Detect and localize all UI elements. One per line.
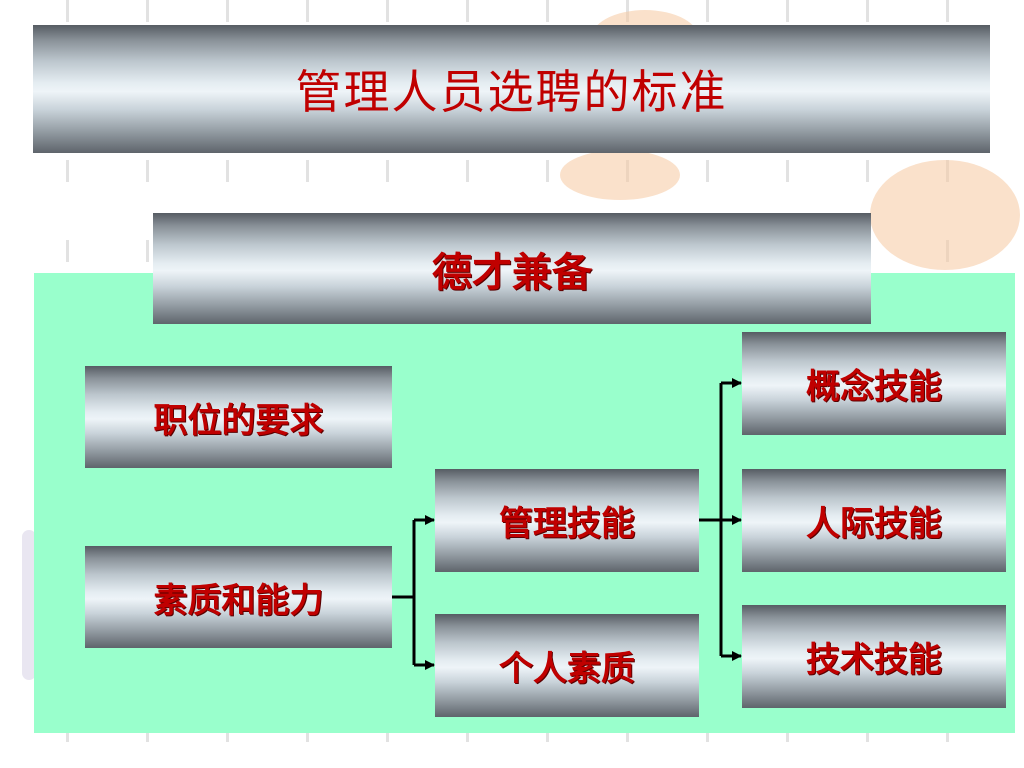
watermark-shape: [560, 150, 680, 200]
slide-title: 管理人员选聘的标准: [33, 25, 990, 153]
watermark-shape: [870, 160, 1020, 270]
banner-de-cai-jian-bei: 德才兼备: [153, 213, 871, 324]
node-technical-skills: 技术技能: [742, 605, 1006, 708]
node-interpersonal-skills: 人际技能: [742, 469, 1006, 572]
node-management-skills: 管理技能: [435, 469, 699, 572]
node-conceptual-skills: 概念技能: [742, 332, 1006, 435]
node-job-requirements: 职位的要求: [85, 366, 392, 468]
node-qualities-abilities: 素质和能力: [85, 546, 392, 648]
node-personal-qualities: 个人素质: [435, 614, 699, 717]
watermark-shape: [22, 530, 36, 680]
